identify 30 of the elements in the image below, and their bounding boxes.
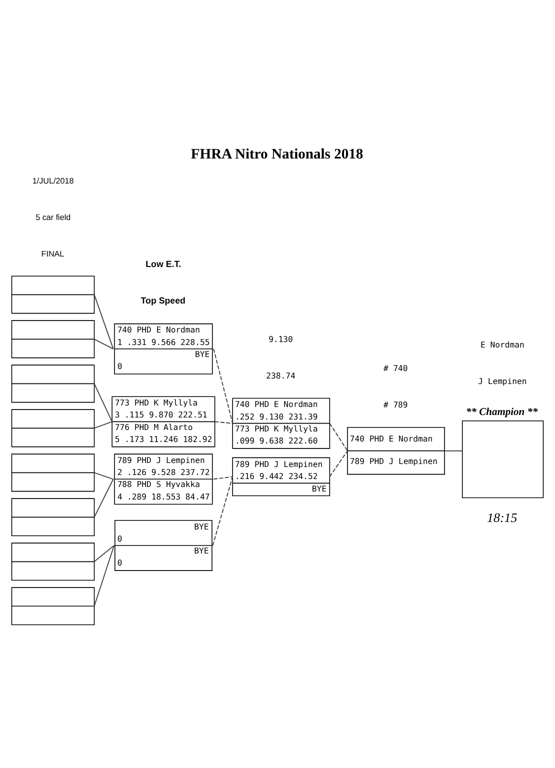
- connector: [213, 348, 234, 424]
- connector: [444, 450, 463, 451]
- node-label: ** Champion **: [466, 406, 538, 418]
- connector: [213, 476, 234, 480]
- label: # 740: [383, 362, 408, 373]
- connector: [94, 420, 113, 428]
- label: 18:15: [487, 509, 518, 524]
- label: Top Speed: [140, 294, 186, 305]
- connector: [214, 420, 234, 424]
- label: 5 car field: [36, 212, 71, 222]
- label: 9.130: [268, 334, 293, 344]
- connector: [212, 476, 234, 546]
- label: J Lempinen: [478, 376, 527, 386]
- connector: [94, 472, 114, 480]
- connector: [94, 544, 115, 606]
- connector: [94, 338, 114, 349]
- label: Low E.T.: [146, 258, 182, 269]
- connector: [329, 450, 348, 477]
- label: E Nordman: [480, 339, 524, 350]
- connector: [94, 294, 114, 349]
- connector: [94, 544, 115, 562]
- connector: [94, 478, 114, 518]
- label: # 789: [383, 399, 408, 410]
- label: FINAL: [41, 248, 64, 258]
- label: 238.74: [266, 370, 296, 380]
- connector: [329, 422, 348, 451]
- diagram-title: FHRA Nitro Nationals 2018: [190, 146, 364, 162]
- connector: [94, 382, 113, 422]
- node-box: [462, 420, 544, 498]
- label: 1/JUL/2018: [32, 176, 74, 185]
